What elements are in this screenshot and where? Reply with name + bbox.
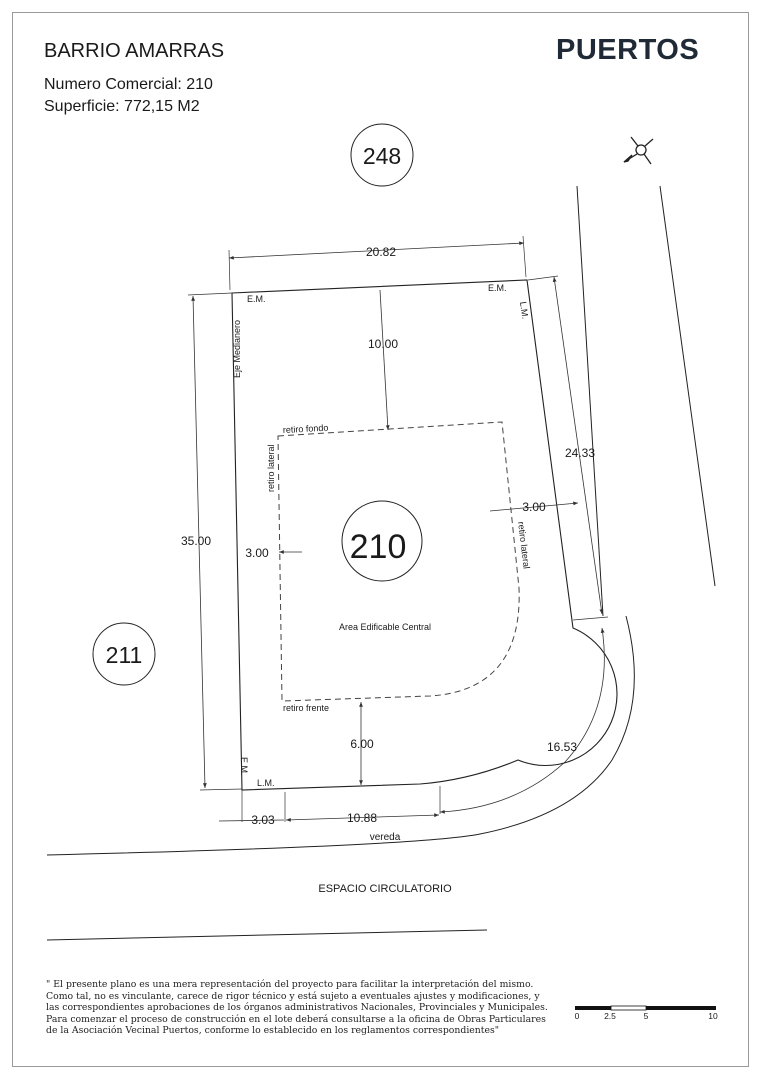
north-arrow-icon <box>623 136 654 165</box>
scale-bar <box>575 1005 716 1011</box>
label-em-top-right: E.M. <box>488 283 507 293</box>
disclaimer-line: Para comenzar el proceso de construcción… <box>46 1013 546 1025</box>
label-eje-medianero: Eje Medianero <box>232 320 242 378</box>
lot-211-circle <box>92 622 156 686</box>
lot-boundary <box>231 279 618 791</box>
label-vereda: vereda <box>370 832 401 843</box>
street-line-right-outer <box>659 185 716 587</box>
dim-line-curve-arc <box>439 627 605 814</box>
scale-tick-1: 2.5 <box>604 1011 616 1021</box>
dim-right-side: 24.33 <box>565 446 595 460</box>
disclaimer-line: las correspondientes aprobaciones de los… <box>46 1002 548 1014</box>
lot-248-label: 248 <box>363 143 401 169</box>
lot-210-circle <box>341 500 423 582</box>
dim-line-right-side <box>552 276 604 615</box>
scale-tick-2: 5 <box>644 1011 649 1021</box>
scale-tick-3: 10 <box>708 1011 718 1021</box>
label-espacio-circulatorio: ESPACIO CIRCULATORIO <box>318 883 452 895</box>
lot-210-label: 210 <box>350 528 407 566</box>
dim-front-straight: 10.88 <box>347 811 377 825</box>
legal-disclaimer: " El presente plano es una mera represen… <box>46 979 548 1037</box>
dim-top-width: 20.82 <box>366 245 396 259</box>
dim-setback-front: 6.00 <box>350 737 374 751</box>
dim-line-setback-right <box>489 501 579 512</box>
scale-tick-0: 0 <box>575 1011 580 1021</box>
disclaimer-line: de la Asociación Vecinal Puertos, confor… <box>46 1025 500 1037</box>
label-retiro-lateral-right: retiro lateral <box>516 521 532 569</box>
label-retiro-frente: retiro frente <box>283 703 329 713</box>
label-lm-right: L.M. <box>518 301 530 320</box>
street-curve-outer <box>46 615 635 856</box>
dim-line-top-width <box>228 241 525 260</box>
dim-front-offset: 3.03 <box>251 813 275 827</box>
neighborhood-title: BARRIO AMARRAS <box>44 40 225 62</box>
disclaimer-line: Como tal, no es vinculante, carece de ri… <box>46 990 540 1002</box>
lot-211-label: 211 <box>106 642 143 668</box>
street-line-bottom <box>46 929 488 941</box>
label-lm-bottom: L.M. <box>257 778 275 788</box>
label-area-edificable: Area Edificable Central <box>339 622 431 632</box>
page-frame <box>12 12 749 1067</box>
dim-line-left-depth <box>191 295 207 789</box>
dim-setback-back: 10.00 <box>368 337 398 351</box>
dim-setback-left: 3.00 <box>245 546 269 560</box>
street-line-right-inner <box>576 185 604 617</box>
brand-logo: PUERTOS <box>556 34 700 66</box>
commercial-number: Numero Comercial: 210 <box>44 76 213 93</box>
lot-248-circle <box>350 123 414 187</box>
dim-setback-right: 3.00 <box>522 500 546 514</box>
dim-curve-arc: 16.53 <box>547 740 577 754</box>
label-em-bottom-left: E.M. <box>239 757 249 776</box>
label-retiro-lateral-left: retiro lateral <box>266 444 276 492</box>
dim-left-depth: 35.00 <box>181 534 211 548</box>
label-retiro-fondo: retiro fondo <box>283 423 329 435</box>
dim-line-setback-back <box>379 289 390 431</box>
lot-surface: Superficie: 772,15 M2 <box>44 98 200 115</box>
dim-line-front-straight <box>285 813 440 822</box>
dim-line-front-offset <box>218 819 285 822</box>
label-em-top-left: E.M. <box>247 294 266 304</box>
disclaimer-line: " El presente plano es una mera represen… <box>46 979 534 990</box>
